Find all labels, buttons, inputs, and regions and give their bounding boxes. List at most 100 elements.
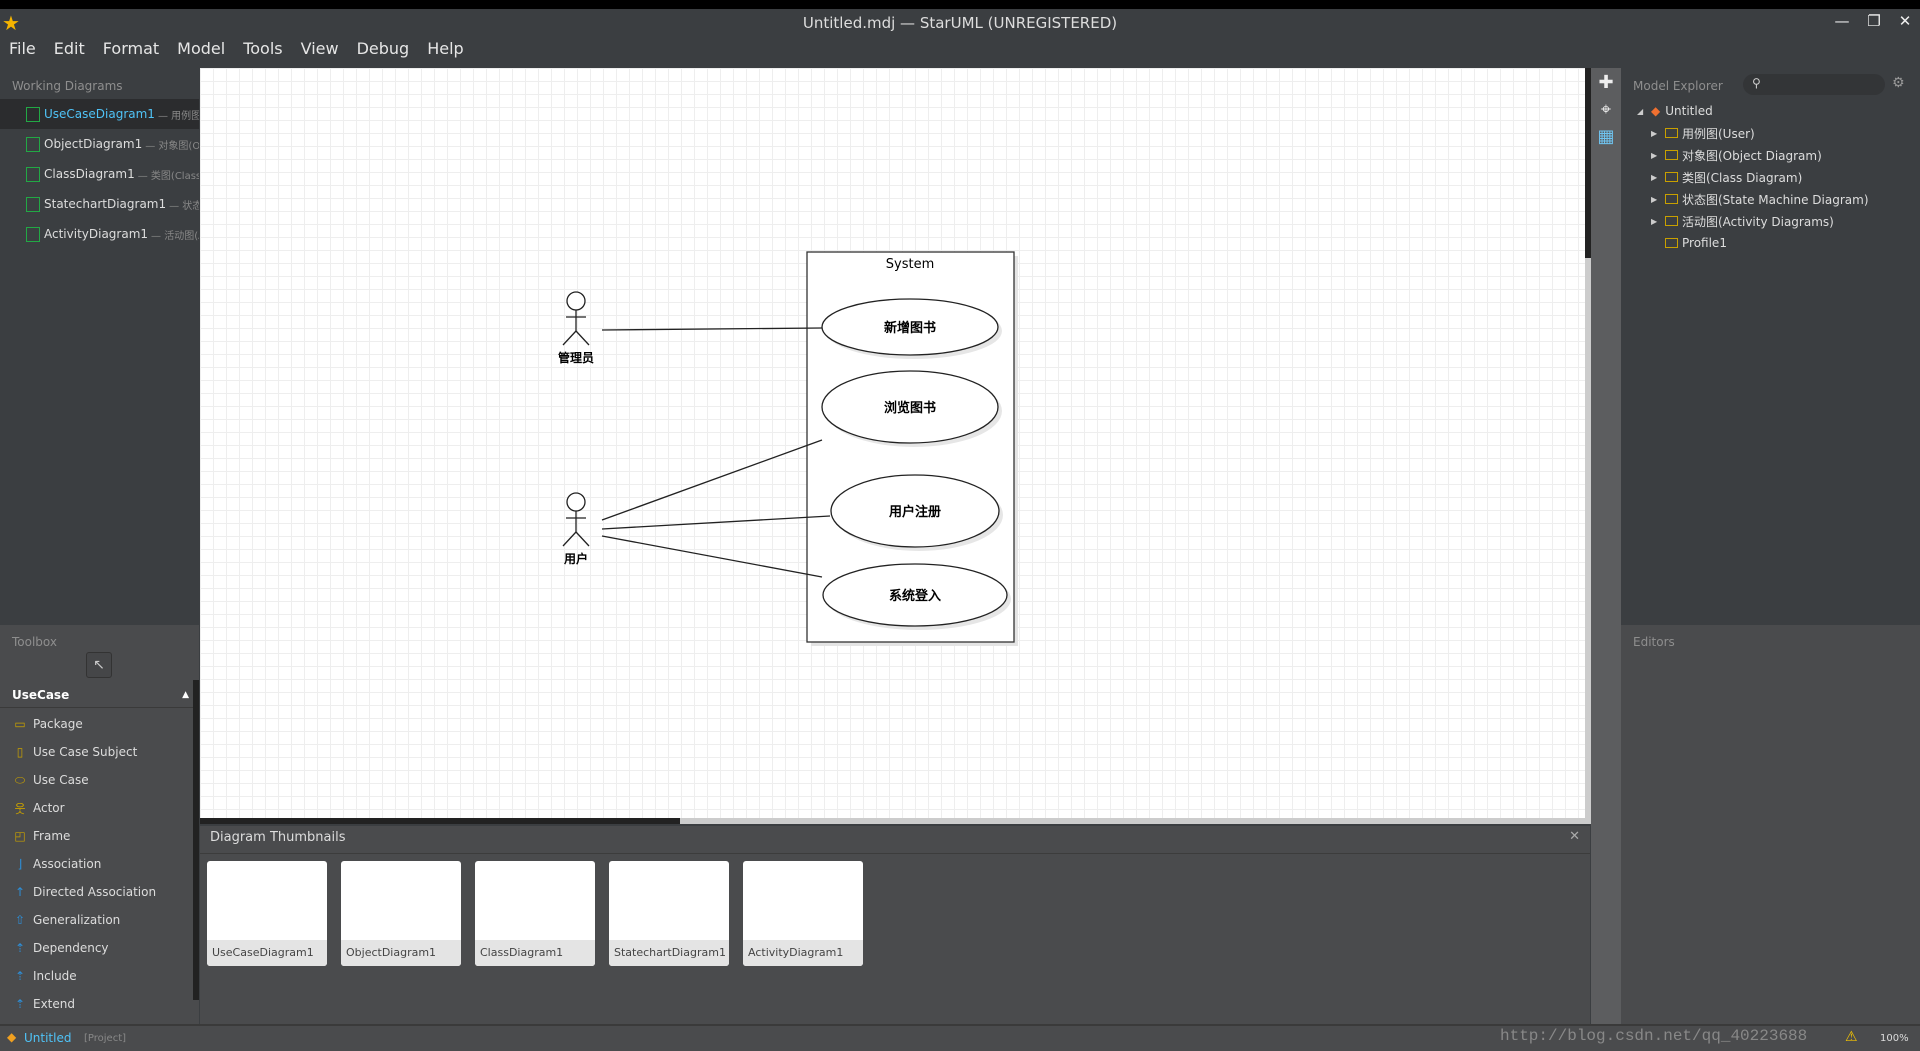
usecase-ellipse[interactable] bbox=[821, 298, 999, 356]
system-label: System bbox=[886, 257, 934, 272]
menu-format[interactable]: Format bbox=[102, 39, 160, 58]
tree-item[interactable]: ▶对象图(Object Diagram) bbox=[1651, 148, 1822, 163]
tree-item[interactable]: Profile1 bbox=[1651, 232, 1727, 254]
toolbox-item[interactable]: ⇡Dependency bbox=[14, 941, 109, 955]
restore-icon[interactable]: ❐ bbox=[1867, 12, 1881, 30]
usecase-ellipse[interactable] bbox=[821, 370, 999, 444]
working-diagram-item[interactable]: StatechartDiagram1— 状态图 bbox=[0, 189, 199, 219]
menu-help[interactable]: Help bbox=[427, 39, 464, 58]
select-tool-button[interactable]: ↖ bbox=[86, 652, 112, 678]
model-search-input[interactable]: ⚲ bbox=[1743, 74, 1885, 95]
package-icon bbox=[1665, 150, 1678, 160]
staruml-logo-icon: ★ bbox=[2, 11, 20, 35]
include-icon: ⇡ bbox=[14, 969, 26, 983]
usecase-ellipse[interactable] bbox=[830, 474, 1000, 548]
expanded-arrow-icon[interactable]: ◢ bbox=[1637, 106, 1644, 116]
menu-debug[interactable]: Debug bbox=[356, 39, 410, 58]
thumbnail-card[interactable]: ActivityDiagram1 bbox=[743, 861, 863, 966]
horizontal-scroll-thumb[interactable] bbox=[680, 818, 1586, 824]
association-line[interactable] bbox=[601, 327, 823, 331]
tree-item[interactable]: ▶状态图(State Machine Diagram) bbox=[1651, 192, 1869, 207]
collapsed-arrow-icon[interactable]: ▶ bbox=[1651, 128, 1658, 138]
thumbnail-label: StatechartDiagram1 bbox=[609, 940, 729, 966]
thumbnail-card[interactable]: UseCaseDiagram1 bbox=[207, 861, 327, 966]
association-line[interactable] bbox=[601, 439, 823, 521]
frame-icon: ◰ bbox=[14, 829, 26, 843]
toolbox-item[interactable]: ⇡Include bbox=[14, 969, 77, 983]
usecase-ellipse[interactable] bbox=[822, 563, 1008, 627]
tree-item[interactable]: ▶用例图(User) bbox=[1651, 126, 1755, 141]
editors-panel: Editors bbox=[1621, 625, 1920, 1024]
association-line[interactable] bbox=[601, 515, 831, 530]
tree-item[interactable]: ▶活动图(Activity Diagrams) bbox=[1651, 214, 1834, 229]
toolbox-group-usecase[interactable]: UseCase▲ bbox=[0, 682, 193, 708]
window-title: Untitled.mdj — StarUML (UNREGISTERED) bbox=[802, 14, 1118, 32]
settings-gear-icon[interactable]: ⚙ bbox=[1892, 75, 1905, 91]
diagram-folder-icon bbox=[1665, 194, 1678, 204]
menu-tools[interactable]: Tools bbox=[243, 39, 283, 58]
tree-item[interactable]: ▶类图(Class Diagram) bbox=[1651, 170, 1803, 185]
toolbox-item[interactable]: ▭Package bbox=[14, 717, 83, 731]
associations bbox=[601, 327, 831, 578]
vertical-scroll-thumb[interactable] bbox=[1585, 68, 1591, 258]
toolbox-item[interactable]: ⇧Generalization bbox=[14, 913, 121, 927]
status-project-tag: [Project] bbox=[84, 1033, 127, 1044]
vertical-scrollbar[interactable] bbox=[1585, 68, 1591, 824]
usecase-label: 用户注册 bbox=[888, 504, 941, 520]
actor-label: 用户 bbox=[563, 551, 588, 566]
association-line[interactable] bbox=[601, 535, 823, 578]
minimize-icon[interactable]: — bbox=[1834, 12, 1850, 30]
collapsed-arrow-icon[interactable]: ▶ bbox=[1651, 150, 1658, 160]
object-diagram-icon bbox=[26, 136, 40, 152]
warning-icon[interactable]: ⚠ bbox=[1845, 1029, 1858, 1045]
menu-model[interactable]: Model bbox=[177, 39, 226, 58]
working-diagram-item[interactable]: ObjectDiagram1— 对象图(Ob bbox=[0, 129, 199, 159]
toolbox-item[interactable]: ⌋Association bbox=[0, 850, 193, 878]
thumbnail-label: UseCaseDiagram1 bbox=[207, 940, 327, 966]
menu-view[interactable]: View bbox=[300, 39, 339, 58]
collapsed-arrow-icon[interactable]: ▶ bbox=[1651, 172, 1658, 182]
close-icon[interactable]: ✕ bbox=[1898, 12, 1912, 30]
toolbox-item[interactable]: ⇡Extend bbox=[14, 997, 75, 1011]
toolbox-item[interactable]: ⬭Use Case bbox=[14, 772, 89, 788]
collapse-icon[interactable]: ▲ bbox=[182, 690, 189, 700]
toolbox-item[interactable]: ↑Directed Association bbox=[14, 885, 157, 899]
dependency-icon: ⇡ bbox=[14, 941, 26, 955]
thumbnail-card[interactable]: StatechartDiagram1 bbox=[609, 861, 729, 966]
thumbnail-card[interactable]: ClassDiagram1 bbox=[475, 861, 595, 966]
toolbox-scrollbar[interactable] bbox=[193, 680, 199, 1000]
layout-icon[interactable]: ▦ bbox=[1597, 126, 1615, 147]
status-project[interactable]: Untitled bbox=[24, 1031, 72, 1045]
toolbox-item[interactable]: ▯Use Case Subject bbox=[0, 738, 193, 766]
close-icon[interactable]: ✕ bbox=[1569, 829, 1580, 844]
crosshair-icon[interactable]: ⌖ bbox=[1600, 99, 1612, 120]
thumbnails-header: Diagram Thumbnails✕ bbox=[200, 826, 1590, 854]
menu-file[interactable]: File bbox=[9, 39, 36, 58]
actor[interactable] bbox=[562, 492, 590, 547]
association-icon: ⌋ bbox=[17, 857, 23, 871]
package-icon bbox=[1665, 172, 1678, 182]
statechart-diagram-icon bbox=[26, 196, 40, 212]
working-diagrams-header: Working Diagrams bbox=[12, 79, 123, 93]
collapsed-arrow-icon[interactable]: ▶ bbox=[1651, 216, 1658, 226]
extensions-icon[interactable]: ✚ bbox=[1598, 72, 1614, 93]
menu-edit[interactable]: Edit bbox=[53, 39, 85, 58]
working-diagram-item[interactable]: ClassDiagram1— 类图(Class D bbox=[0, 159, 199, 189]
toolbox-item[interactable]: ◰Frame bbox=[14, 829, 71, 843]
extend-icon: ⇡ bbox=[14, 997, 26, 1011]
model-explorer-header: Model Explorer bbox=[1633, 79, 1723, 93]
thumbnail-card[interactable]: ObjectDiagram1 bbox=[341, 861, 461, 966]
working-diagram-item[interactable]: UseCaseDiagram1— 用例图(U bbox=[0, 99, 199, 129]
toolbox-header: Toolbox bbox=[12, 635, 57, 649]
package-icon: ▭ bbox=[14, 717, 26, 731]
subject-icon: ▯ bbox=[16, 745, 24, 759]
actor[interactable] bbox=[562, 291, 590, 346]
tree-root[interactable]: ◢◆Untitled bbox=[1637, 104, 1713, 118]
working-diagram-item[interactable]: ActivityDiagram1— 活动图(Ac bbox=[0, 219, 199, 249]
package-icon bbox=[1665, 128, 1678, 138]
search-icon: ⚲ bbox=[1752, 76, 1761, 90]
project-icon: ◆ bbox=[7, 1030, 17, 1044]
collapsed-arrow-icon[interactable]: ▶ bbox=[1651, 194, 1658, 204]
